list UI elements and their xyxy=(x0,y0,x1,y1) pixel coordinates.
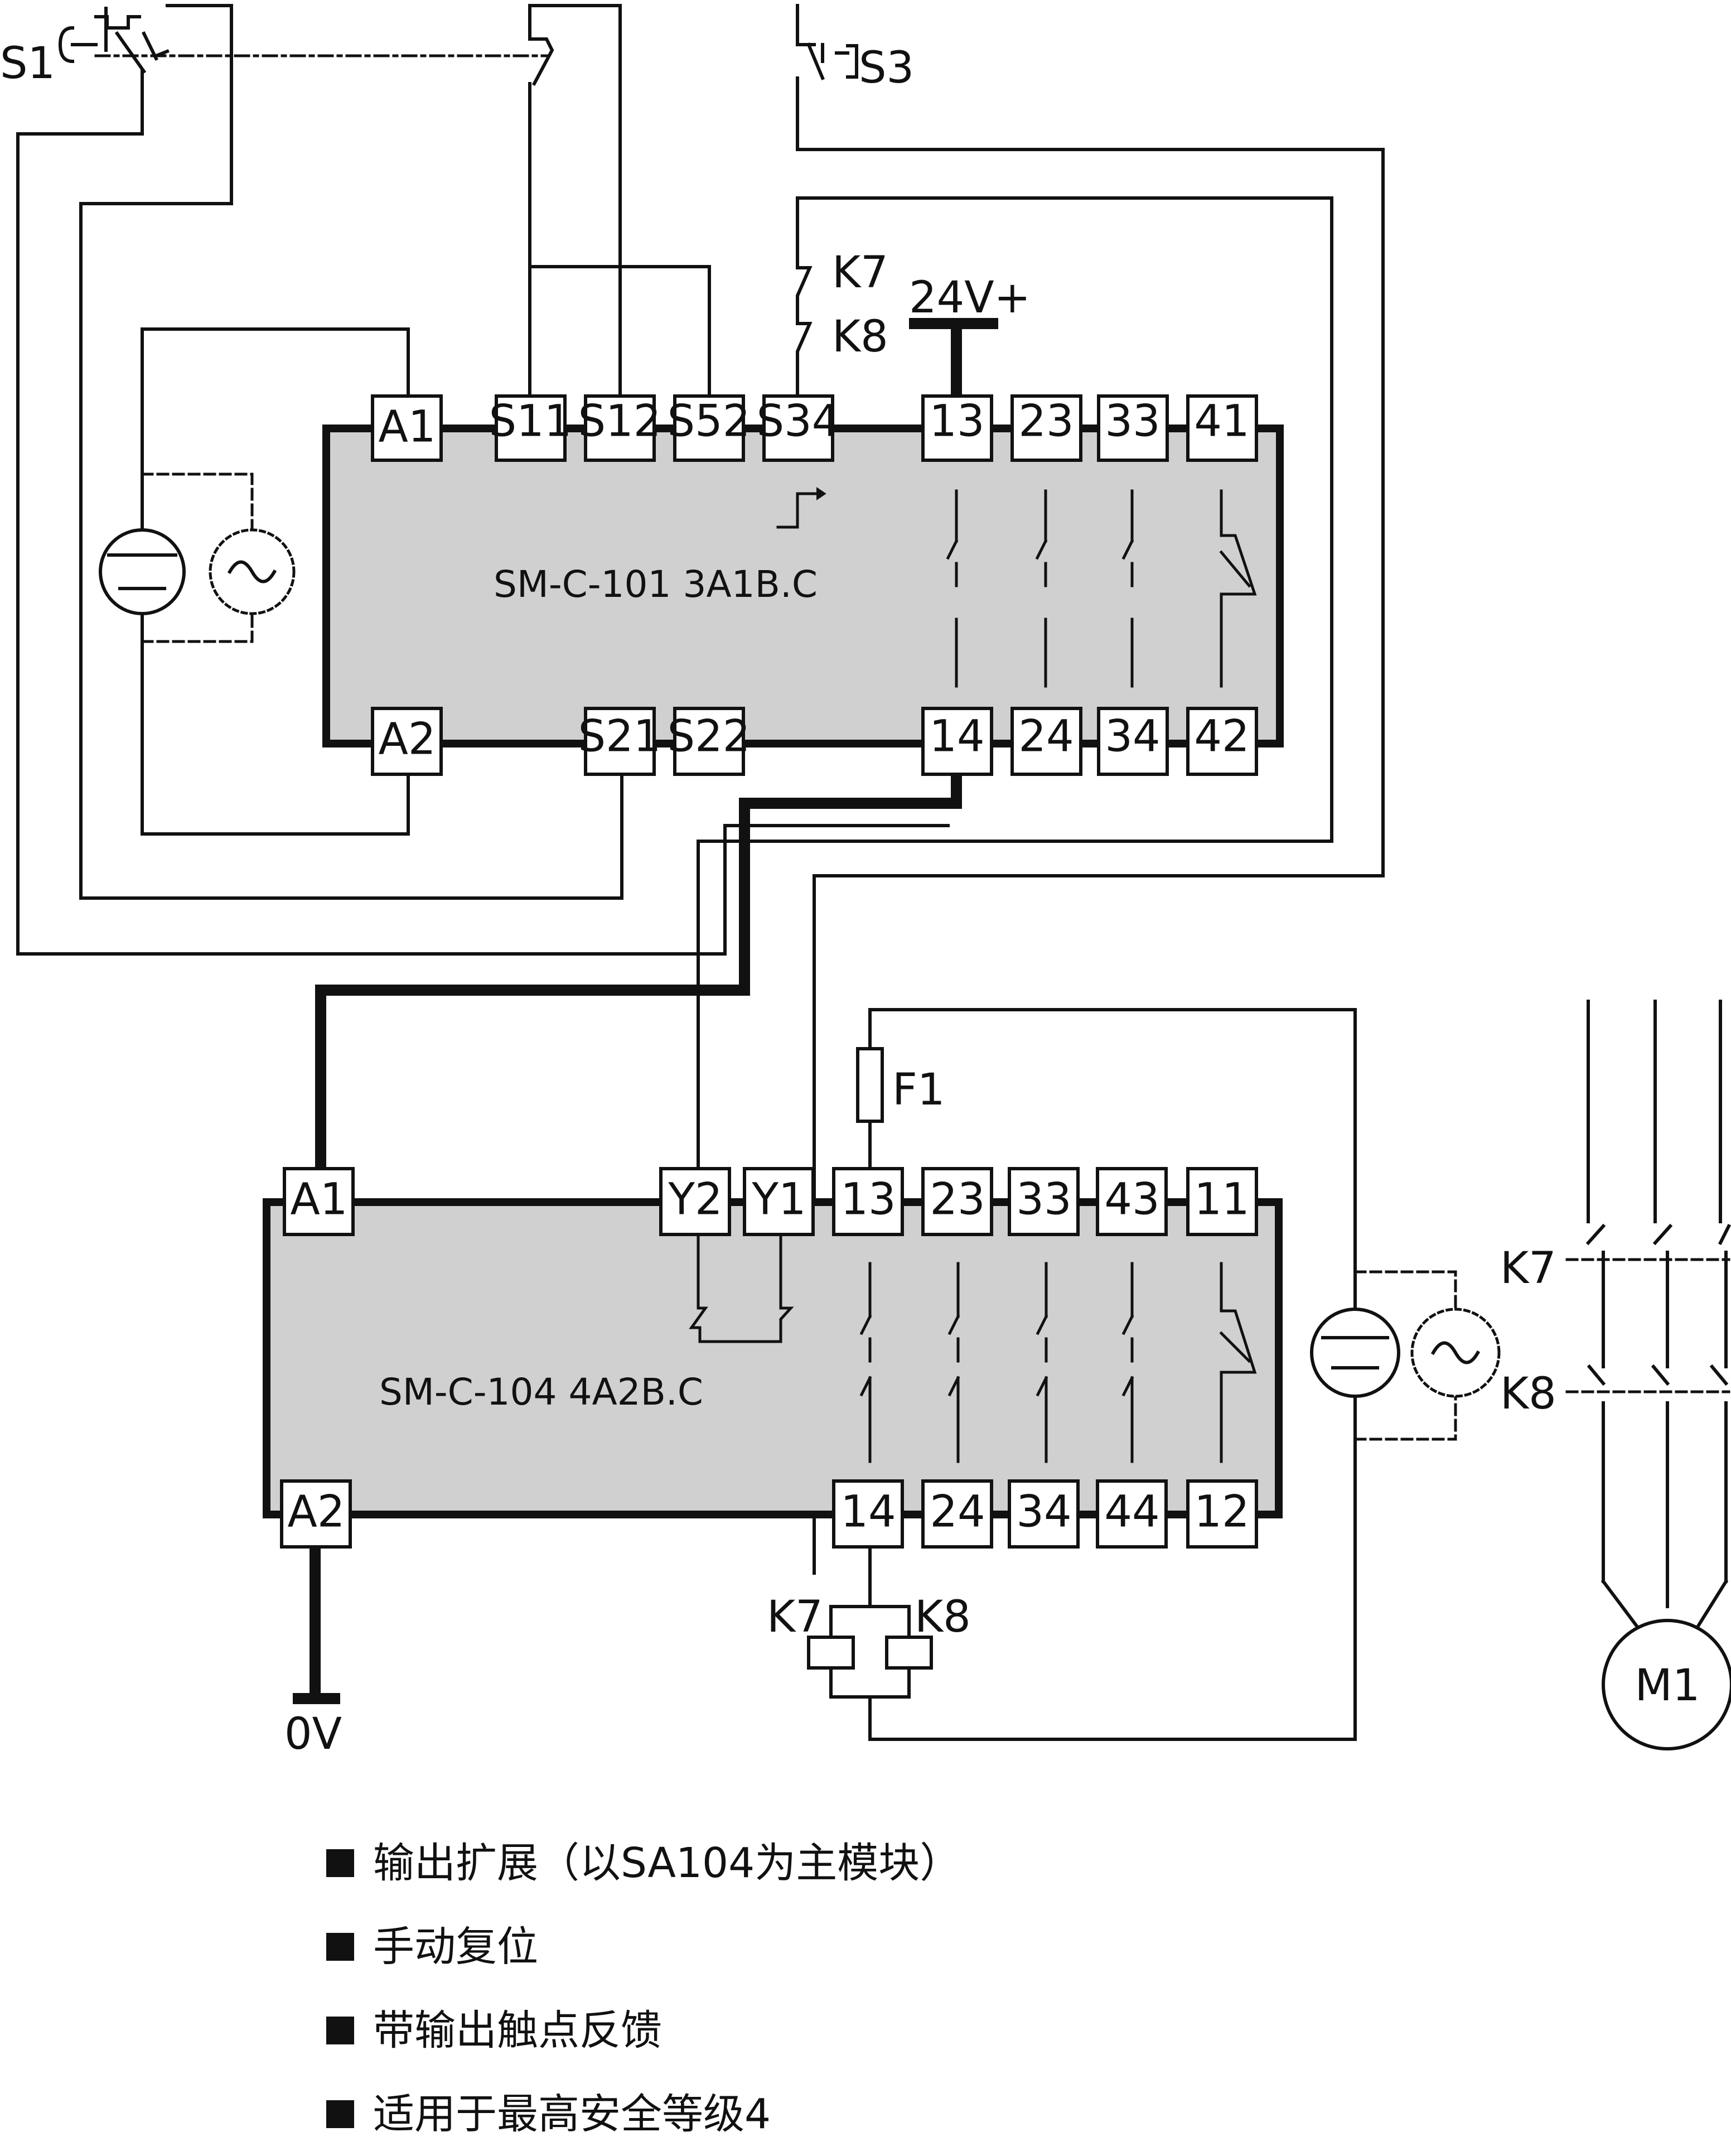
ac-supply-icon xyxy=(209,528,296,615)
wire-s12 xyxy=(528,4,622,403)
terminal-101-s52: S52 xyxy=(668,396,751,446)
fuse-icon xyxy=(856,1047,884,1123)
terminal-101-13: 13 xyxy=(929,396,984,446)
terminal-104-a1: A1 xyxy=(291,1174,348,1224)
terminal-101-s12: S12 xyxy=(578,396,661,446)
terminal-104-12: 12 xyxy=(1194,1487,1249,1537)
terminal-101-a2: A2 xyxy=(379,714,436,764)
terminal-104-a2: A2 xyxy=(288,1487,345,1537)
label-k7-feedback: K7 xyxy=(832,248,888,298)
module-101-model: SM-C-101 3A1B.C xyxy=(494,563,818,606)
terminal-104-14: 14 xyxy=(840,1487,896,1537)
terminal-101-s21: S21 xyxy=(578,711,661,761)
label-0v: 0V xyxy=(284,1709,342,1759)
terminal-101-s22: S22 xyxy=(668,711,751,761)
wire-s52 xyxy=(528,265,711,403)
wire-14-to-a1 xyxy=(315,770,962,1174)
terminal-104-y1: Y1 xyxy=(751,1174,806,1224)
coil-icon xyxy=(807,1546,933,1699)
note-item: 输出扩展（以SA104为主模块） xyxy=(326,1821,961,1905)
s3-switch xyxy=(796,4,858,80)
label-m1: M1 xyxy=(1635,1661,1700,1711)
label-k8-main: K8 xyxy=(1500,1369,1556,1419)
note-item: 手动复位 xyxy=(326,1905,961,1989)
module-104-body xyxy=(263,1198,1283,1518)
terminal-101-14: 14 xyxy=(929,711,984,761)
bullet-square-icon xyxy=(326,1849,354,1877)
label-k8-feedback: K8 xyxy=(832,312,888,362)
terminal-101-s11: S11 xyxy=(489,396,572,446)
module-104-model: SM-C-104 4A2B.C xyxy=(379,1371,703,1414)
terminal-101-a1: A1 xyxy=(379,402,436,452)
ac-supply-icon xyxy=(1410,1308,1501,1398)
module-101-body xyxy=(322,425,1284,747)
wire-a1 xyxy=(141,327,410,401)
contact-icon xyxy=(859,1262,1257,1463)
terminal-104-43: 43 xyxy=(1104,1174,1159,1224)
reset-pulse-icon xyxy=(776,492,819,529)
module-101-terminals-top xyxy=(371,394,1258,462)
terminal-104-34: 34 xyxy=(1016,1487,1071,1537)
terminal-104-y2: Y2 xyxy=(668,1174,722,1224)
terminal-101-33: 33 xyxy=(1105,396,1160,446)
terminal-101-24: 24 xyxy=(1018,711,1074,761)
motor-feed xyxy=(1585,1000,1731,1629)
terminal-104-24: 24 xyxy=(930,1487,985,1537)
terminal-104-11: 11 xyxy=(1194,1174,1249,1224)
label-coil-k8: K8 xyxy=(915,1592,971,1642)
wire-s3-y1 xyxy=(796,76,1385,1575)
terminal-104-13: 13 xyxy=(840,1174,896,1224)
terminal-101-s34: S34 xyxy=(757,396,840,446)
motor-icon xyxy=(1602,1619,1731,1750)
y-contact-icon xyxy=(689,1231,794,1343)
bullet-square-icon xyxy=(326,1933,354,1961)
wire-s34-feedback xyxy=(697,196,1333,1184)
label-s3: S3 xyxy=(859,43,914,93)
bullet-square-icon xyxy=(326,2100,354,2128)
terminal-101-42: 42 xyxy=(1194,711,1249,761)
terminal-101-23: 23 xyxy=(1018,396,1074,446)
note-item: 适用于最高安全等级4 xyxy=(326,2072,961,2156)
label-coil-k7: K7 xyxy=(767,1592,823,1642)
terminal-104-33: 33 xyxy=(1016,1174,1071,1224)
dc-supply-icon xyxy=(1310,1308,1400,1398)
terminal-101-34: 34 xyxy=(1105,711,1160,761)
terminal-104-44: 44 xyxy=(1104,1487,1159,1537)
contact-icon xyxy=(946,489,1257,688)
wire-s1-inner xyxy=(79,4,623,900)
s2-contact xyxy=(528,4,554,86)
note-item: 带输出触点反馈 xyxy=(326,1989,961,2072)
bullet-square-icon xyxy=(326,2017,354,2044)
dc-supply-icon xyxy=(99,528,186,615)
label-s1: S1 xyxy=(0,38,55,89)
wire-s1-outer xyxy=(16,70,950,956)
module-101-terminals-bottom xyxy=(371,707,1258,776)
label-f1: F1 xyxy=(892,1065,945,1115)
module-104-terminals-bottom xyxy=(280,1479,1258,1549)
terminal-104-23: 23 xyxy=(930,1174,985,1224)
feature-notes: 输出扩展（以SA104为主模块） 手动复位 带输出触点反馈 适用于最高安全等级4 xyxy=(326,1821,961,2156)
module-104-terminals-top xyxy=(283,1167,1258,1236)
s1-switch xyxy=(58,7,170,74)
terminal-101-41: 41 xyxy=(1194,396,1249,446)
label-k7-main: K7 xyxy=(1500,1243,1556,1294)
label-24v: 24V+ xyxy=(909,273,1031,323)
